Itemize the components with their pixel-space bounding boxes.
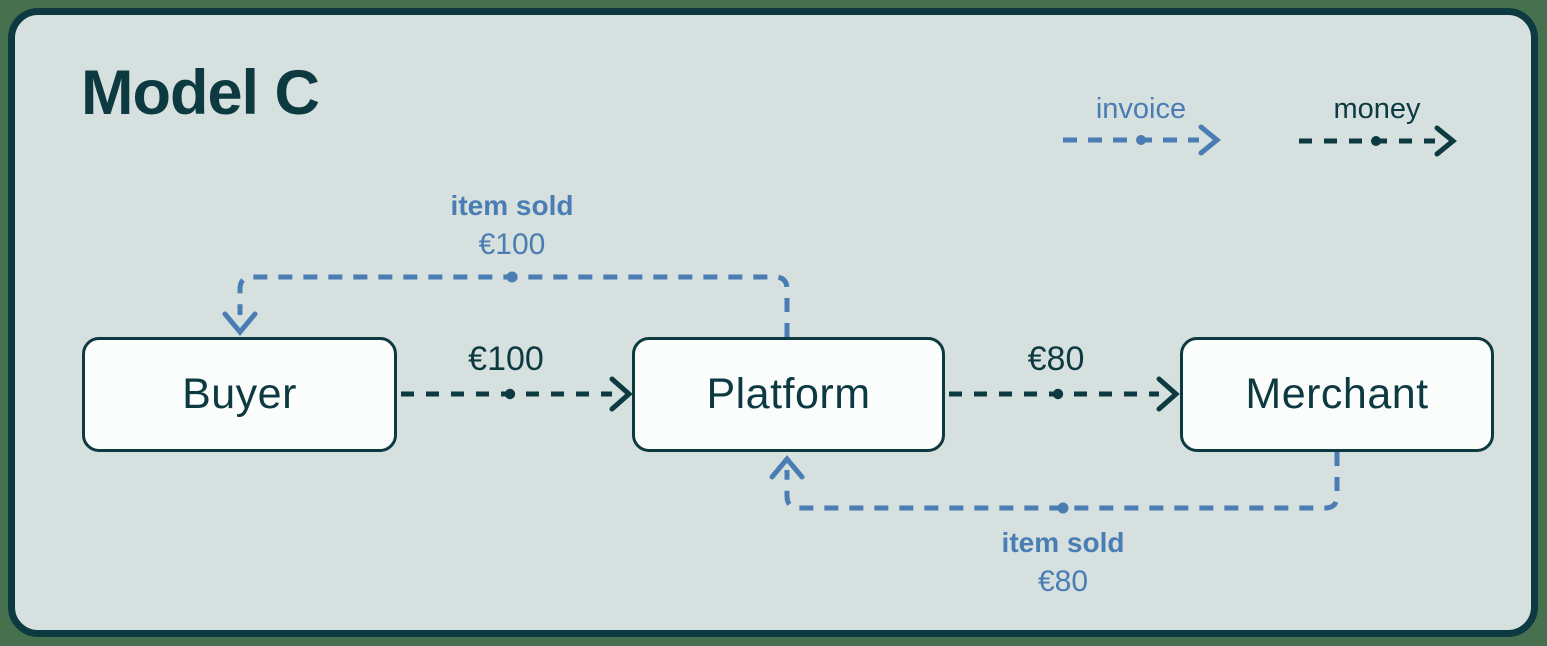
legend-invoice-dot [1136,135,1146,145]
legend-money-dot [1371,136,1381,146]
money-arrow-dot [1052,388,1064,400]
money-arrow-platform-to-merchant [949,376,1180,412]
invoice-arrow-platform-to-buyer [222,271,790,337]
diagram-title: Model C [81,58,320,128]
node-platform-label: Platform [706,370,871,418]
money-arrow-dot [504,388,516,400]
legend-money-arrowhead-icon [1434,125,1457,157]
money-arrow-buyer-to-platform [401,376,633,412]
money-buyer-platform-amount: €100 [468,340,544,378]
arrows-layer [222,124,1457,514]
invoice-arrow-dot [1057,502,1069,514]
legend-money-label: money [1333,93,1421,125]
invoice-arrow-merchant-to-platform [769,452,1340,514]
legend-invoice-arrowhead-icon [1198,124,1221,156]
node-merchant-label: Merchant [1245,370,1429,418]
legend-invoice-label: invoice [1095,93,1187,125]
invoice-top-amount: €100 [478,228,546,261]
invoice-arrow-line [784,452,1340,511]
money-arrowhead-icon [1156,376,1180,412]
invoice-arrowhead-icon [769,455,805,480]
legend-money-arrow [1299,125,1457,157]
money-arrowhead-icon [609,376,633,412]
node-buyer: Buyer [82,337,397,452]
invoice-arrow-dot [506,271,518,283]
legend-invoice-arrow [1063,124,1221,156]
invoice-bottom-amount: €80 [1037,565,1089,598]
node-buyer-label: Buyer [182,370,297,418]
node-platform: Platform [632,337,945,452]
invoice-arrowhead-icon [222,311,258,336]
invoice-arrow-line [237,274,790,337]
money-platform-merchant-amount: €80 [1027,340,1085,378]
node-merchant: Merchant [1180,337,1494,452]
invoice-bottom-label: item sold [1001,527,1125,558]
diagram-panel: Model C [8,8,1538,637]
invoice-top-label: item sold [450,190,574,221]
